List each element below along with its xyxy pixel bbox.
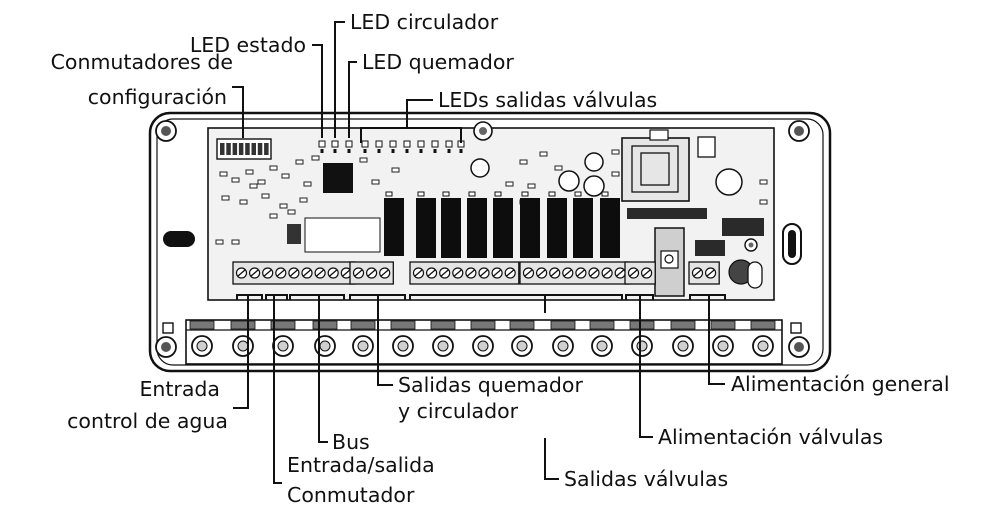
relay xyxy=(384,198,404,256)
relay xyxy=(600,198,620,258)
cable-gland-strip xyxy=(185,319,783,365)
label-alimentacion-valvulas: Alimentación válvulas xyxy=(658,425,883,449)
dip-switch-cell xyxy=(232,143,238,155)
dip-switch-cell xyxy=(251,143,256,155)
relay xyxy=(573,198,593,258)
dip-switch-cell xyxy=(245,143,250,155)
led-icon xyxy=(445,140,453,148)
led-row xyxy=(318,140,465,153)
label-entrada-salida-line2: Conmutador xyxy=(287,483,415,507)
dip-switch-cell xyxy=(238,143,244,155)
label-salidas-valvulas: Salidas válvulas xyxy=(564,467,728,491)
label-leds-salidas-valvulas: LEDs salidas válvulas xyxy=(438,88,657,112)
led-icon xyxy=(431,140,439,148)
screw-icon xyxy=(155,120,810,358)
led-icon xyxy=(417,140,425,148)
label-alimentacion-general: Alimentación general xyxy=(731,372,950,396)
label-bus: Bus xyxy=(332,430,370,454)
mounting-slot-icon xyxy=(162,223,802,334)
capacitor-icon xyxy=(470,152,743,197)
callout-labels: LED circulador LED estado LED quemador C… xyxy=(51,10,950,507)
led-icon xyxy=(318,140,326,148)
label-led-circulador: LED circulador xyxy=(350,10,499,34)
label-led-estado: LED estado xyxy=(190,33,306,57)
label-led-quemador: LED quemador xyxy=(362,50,514,74)
led-icon xyxy=(345,140,353,148)
dip-switch-cell xyxy=(226,143,231,155)
chip xyxy=(287,224,301,244)
label-conmutadores-line2: configuración xyxy=(88,85,227,109)
transformer xyxy=(621,129,690,202)
terminal-block xyxy=(409,261,520,285)
dip-switch-cell xyxy=(257,143,263,155)
label-entrada-agua-line1: Entrada xyxy=(139,377,220,401)
led-icon xyxy=(331,140,339,148)
dip-switch-cell xyxy=(220,143,225,155)
label-entrada-agua-line2: control de agua xyxy=(67,409,228,433)
led-icon xyxy=(389,140,397,148)
relay-bank xyxy=(384,191,620,258)
microcontroller-chip xyxy=(323,163,353,193)
power-module xyxy=(654,227,685,297)
led-icon xyxy=(403,140,411,148)
dip-switch-block xyxy=(216,138,272,160)
label-entrada-salida-line1: Entrada/salida xyxy=(287,453,435,477)
circuit-board xyxy=(207,121,775,301)
relay xyxy=(441,198,461,258)
label-salidas-quemador-line1: Salidas quemador xyxy=(398,373,583,397)
leader-lines xyxy=(232,21,726,484)
label-salidas-quemador-line2: y circulador xyxy=(398,399,519,423)
led-icon xyxy=(375,140,383,148)
relay xyxy=(520,198,540,258)
dip-switch-cell xyxy=(264,143,269,155)
relay xyxy=(547,198,567,258)
label-conmutadores-line1: Conmutadores de xyxy=(51,50,233,74)
relay xyxy=(416,198,436,258)
relay xyxy=(467,198,487,258)
terminal-blocks xyxy=(232,261,720,285)
led-icon xyxy=(361,140,369,148)
relay xyxy=(493,198,513,258)
